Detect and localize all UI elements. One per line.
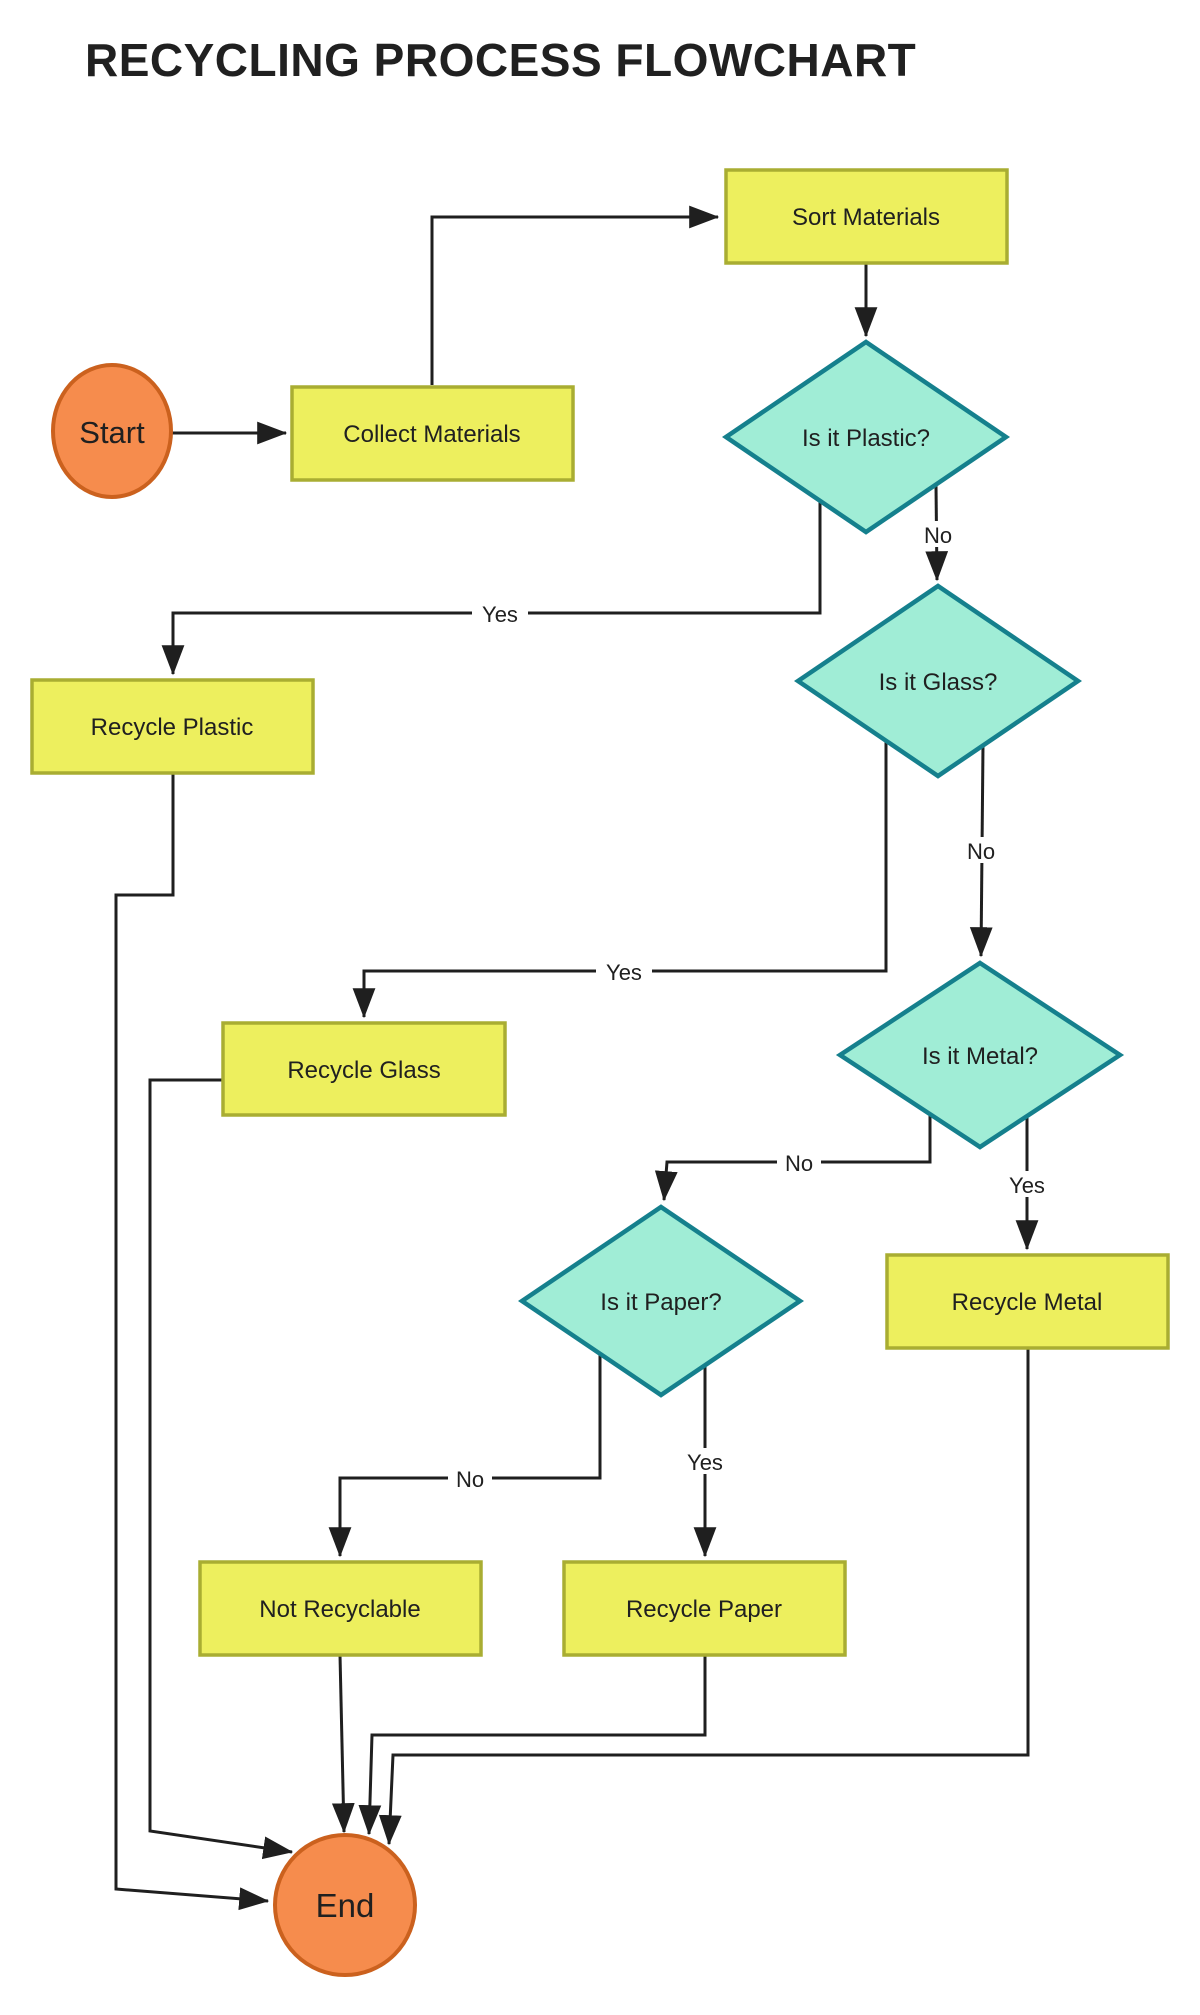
edge-label-text: Yes	[687, 1450, 723, 1475]
node-label: Not Recyclable	[259, 1596, 420, 1623]
node-recycle-metal[interactable]: Recycle Metal	[885, 1253, 1170, 1350]
edge-label-layer: No Yes No Yes No Yes No Yes	[448, 521, 1055, 1492]
decision-shape[interactable]	[721, 339, 1011, 535]
process-shape[interactable]	[221, 1021, 507, 1117]
process-shape[interactable]	[885, 1253, 1170, 1350]
edge-label-metal-yes: Yes	[999, 1171, 1055, 1198]
edge-recycle-glass-to-end	[148, 1078, 294, 1860]
node-label: Collect Materials	[343, 421, 520, 448]
edge-label-text: No	[967, 839, 995, 864]
node-end[interactable]: End	[273, 1833, 417, 1977]
process-shape[interactable]	[198, 1560, 483, 1657]
edge-label-bg	[677, 1448, 733, 1474]
node-label: Is it Metal?	[922, 1043, 1038, 1070]
edge-label-metal-no: No	[777, 1149, 821, 1176]
edge-label-bg	[959, 837, 1003, 863]
edge-label-bg	[596, 958, 652, 984]
node-sort-materials[interactable]: Sort Materials	[724, 168, 1009, 265]
edge-label-bg	[472, 600, 528, 626]
decision-shape[interactable]	[517, 1204, 805, 1398]
node-is-it-metal[interactable]: Is it Metal?	[835, 960, 1125, 1150]
node-label: Is it Paper?	[600, 1289, 721, 1316]
decision-shape[interactable]	[835, 960, 1125, 1150]
edge-label-plastic-yes: Yes	[472, 600, 528, 627]
process-shape[interactable]	[562, 1560, 847, 1657]
node-label: Recycle Paper	[626, 1596, 782, 1623]
node-not-recyclable[interactable]: Not Recyclable	[198, 1560, 483, 1657]
edge-paper-no-to-not-recyclable	[328, 1354, 602, 1558]
node-collect-materials[interactable]: Collect Materials	[290, 385, 575, 482]
edge-label-glass-yes: Yes	[596, 958, 652, 985]
edge-plastic-yes-to-recycle-plastic	[161, 501, 822, 676]
node-label: Start	[79, 415, 145, 450]
decision-shape[interactable]	[793, 583, 1083, 779]
edge-label-glass-no: No	[959, 837, 1003, 864]
node-recycle-paper[interactable]: Recycle Paper	[562, 1560, 847, 1657]
edge-label-text: No	[785, 1151, 813, 1176]
node-recycle-glass[interactable]: Recycle Glass	[221, 1021, 507, 1117]
edge-label-text: Yes	[1009, 1173, 1045, 1198]
edge-not-recyclable-to-end	[331, 1654, 355, 1834]
edge-label-text: No	[456, 1467, 484, 1492]
page-title: RECYCLING PROCESS FLOWCHART	[85, 34, 916, 86]
edge-label-plastic-no: No	[916, 521, 960, 548]
node-label: End	[316, 1887, 375, 1924]
node-label: Sort Materials	[792, 204, 940, 231]
node-is-it-plastic[interactable]: Is it Plastic?	[721, 339, 1011, 535]
node-label: Recycle Glass	[287, 1057, 440, 1084]
node-recycle-plastic[interactable]: Recycle Plastic	[30, 678, 315, 775]
node-label: Recycle Metal	[952, 1289, 1103, 1316]
edge-label-paper-no: No	[448, 1465, 492, 1492]
node-is-it-paper[interactable]: Is it Paper?	[517, 1204, 805, 1398]
edge-label-paper-yes: Yes	[677, 1448, 733, 1475]
node-label: Is it Glass?	[879, 669, 998, 696]
edge-label-bg	[777, 1149, 821, 1175]
node-is-it-glass[interactable]: Is it Glass?	[793, 583, 1083, 779]
node-start[interactable]: Start	[51, 363, 173, 499]
edge-label-text: Yes	[606, 960, 642, 985]
node-label: Is it Plastic?	[802, 425, 930, 452]
edge-label-bg	[916, 521, 960, 547]
start-terminal-shape[interactable]	[51, 363, 173, 499]
process-shape[interactable]	[30, 678, 315, 775]
node-label: Recycle Plastic	[91, 714, 254, 741]
edge-label-text: Yes	[482, 602, 518, 627]
process-shape[interactable]	[290, 385, 575, 482]
edge-recycle-paper-to-end	[358, 1655, 707, 1836]
edge-label-bg	[448, 1465, 492, 1491]
process-shape[interactable]	[724, 168, 1009, 265]
edge-recycle-metal-to-end	[378, 1348, 1030, 1846]
edge-label-bg	[999, 1171, 1055, 1197]
edge-label-text: No	[924, 523, 952, 548]
end-terminal-shape[interactable]	[273, 1833, 417, 1977]
edge-recycle-plastic-to-end	[114, 773, 270, 1911]
edge-collect-to-sort	[430, 205, 720, 385]
